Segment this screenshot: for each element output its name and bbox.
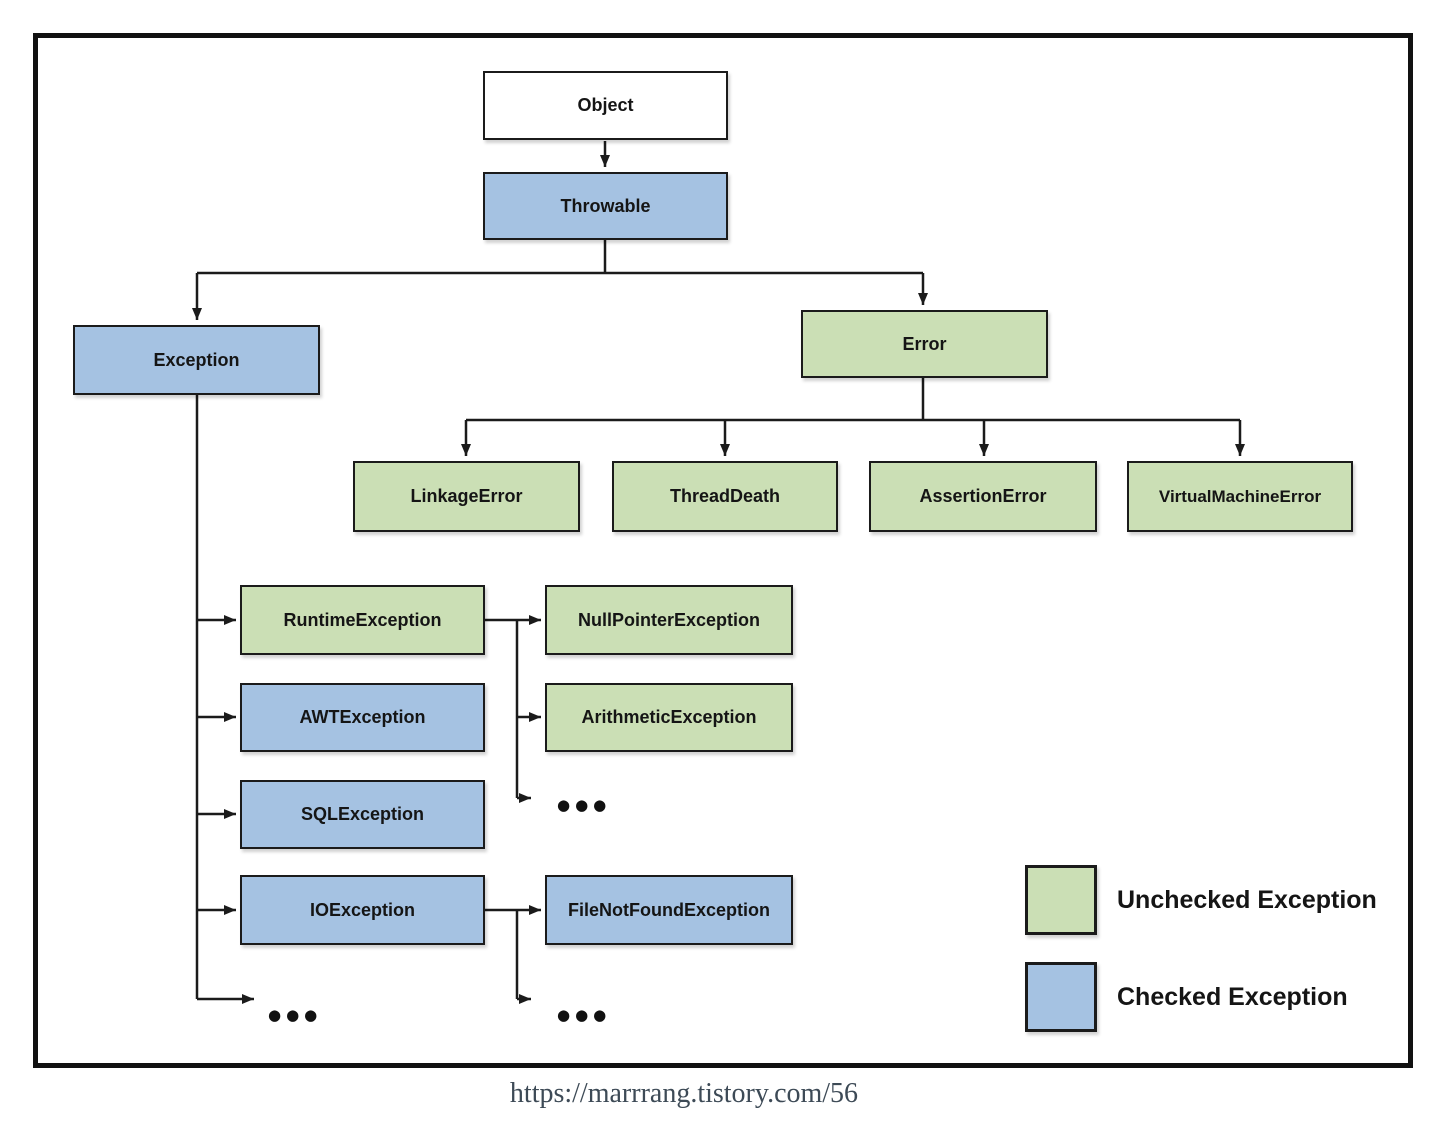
node-file-not-found-exception: FileNotFoundException	[545, 875, 793, 945]
ellipsis-runtime-children: ●●●	[557, 796, 612, 814]
node-sql-exception: SQLException	[240, 780, 485, 849]
node-virtual-machine-error: VirtualMachineError	[1127, 461, 1353, 532]
node-object: Object	[483, 71, 728, 140]
legend-swatch-unchecked	[1025, 865, 1097, 935]
node-assertion-error: AssertionError	[869, 461, 1097, 532]
node-thread-death: ThreadDeath	[612, 461, 838, 532]
node-null-pointer-exception: NullPointerException	[545, 585, 793, 655]
legend-label-checked: Checked Exception	[1117, 983, 1348, 1011]
ellipsis-io-children: ●●●	[557, 1006, 612, 1024]
node-awt-exception: AWTException	[240, 683, 485, 752]
node-linkage-error: LinkageError	[353, 461, 580, 532]
legend-label-unchecked: Unchecked Exception	[1117, 886, 1377, 914]
node-throwable: Throwable	[483, 172, 728, 240]
source-url: https://marrrang.tistory.com/56	[509, 1078, 859, 1109]
node-runtime-exception: RuntimeException	[240, 585, 485, 655]
legend-swatch-checked	[1025, 962, 1097, 1032]
ellipsis-exception-children: ●●●	[268, 1006, 323, 1024]
node-io-exception: IOException	[240, 875, 485, 945]
node-exception: Exception	[73, 325, 320, 395]
node-error: Error	[801, 310, 1048, 378]
node-arithmetic-exception: ArithmeticException	[545, 683, 793, 752]
